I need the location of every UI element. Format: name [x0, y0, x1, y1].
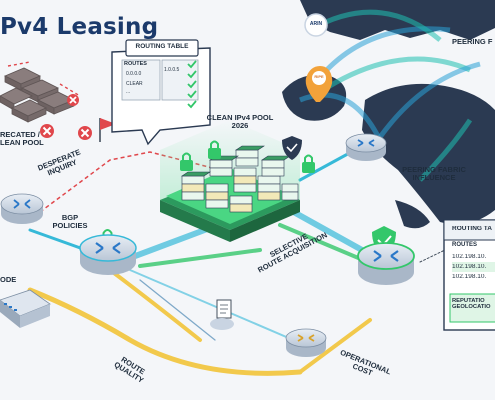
peering-fabric-label-line: INFLUENCE — [396, 174, 472, 182]
routing-table-right-routes: ROUTES — [452, 242, 492, 248]
deprecated-pool-label: RECATED / LEAN POOL — [0, 131, 44, 147]
routing-table-top-row: ... — [126, 90, 158, 95]
peering-fabric-label: PEERING FABRIC INFLUENCE — [396, 166, 472, 182]
routing-table-top-row: 1.0.0.5 — [164, 68, 188, 73]
router-left — [1, 194, 43, 224]
route-row: 102.198.10. — [452, 264, 495, 271]
map-pin-bottom-label: RIPE — [310, 75, 328, 79]
routing-table-top-routes: ROUTES — [124, 62, 158, 68]
router-center-left — [80, 235, 136, 275]
deprecated-pool-blocks — [0, 62, 80, 122]
node-label: ODE — [0, 276, 22, 284]
bgp-policies-label: BGP POLICIES — [48, 214, 92, 230]
router-right — [358, 243, 414, 285]
reputation-label-line: GEOLOCATIO — [452, 304, 495, 310]
routing-table-top-row: CLEAR — [126, 82, 158, 87]
map-pin-top-label: ARIN — [305, 22, 327, 27]
routing-table-right-title: ROUTING TA — [452, 226, 495, 233]
page-title: Pv4 Leasing — [0, 14, 158, 40]
router-top-right — [346, 134, 386, 161]
routing-table-top-row: 0.0.0.0 — [126, 72, 158, 77]
route-row: 102.198.10. — [452, 254, 495, 261]
clean-pool-label: CLEAN IPv4 POOL 2026 — [196, 114, 284, 130]
reputation-label: REPUTATIO GEOLOCATIO — [452, 298, 495, 310]
peering-top-label: PEERING F — [452, 38, 495, 46]
router-bottom — [286, 329, 326, 357]
route-row: 102.198.10. — [452, 274, 495, 281]
deprecated-pool-label-line: LEAN POOL — [0, 139, 44, 147]
document-icon — [210, 300, 234, 330]
clean-pool-label-line: 2026 — [196, 122, 284, 130]
bgp-policies-label-line: POLICIES — [48, 222, 92, 230]
routing-table-top-title: ROUTING TABLE — [128, 44, 196, 51]
